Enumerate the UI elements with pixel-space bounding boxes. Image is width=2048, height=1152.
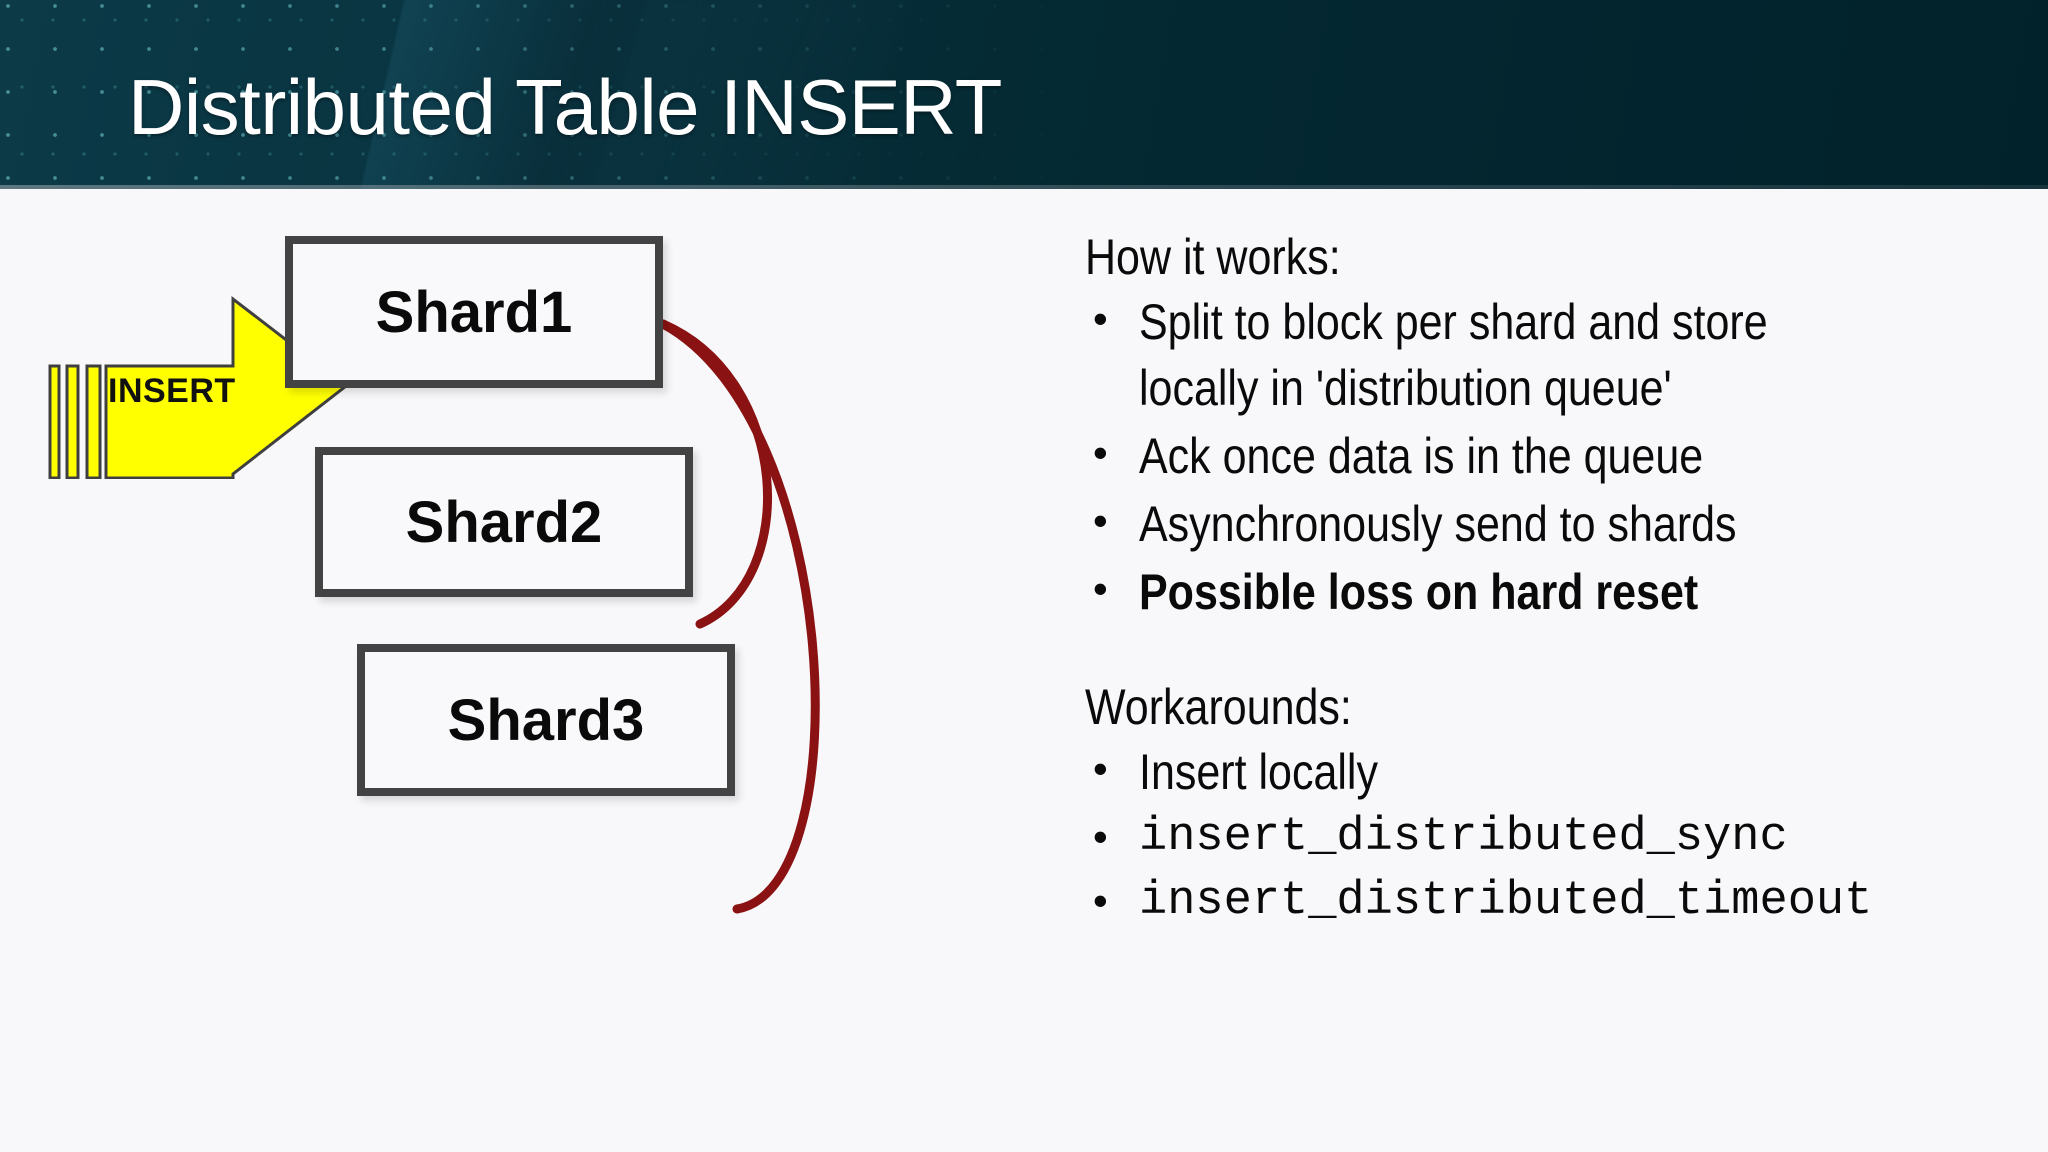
how-it-works-bullet-1: Split to block per shard and store local… [1139, 294, 1768, 416]
shard-box-3-label: Shard3 [447, 687, 645, 753]
list-item: • insert_distributed_sync [1085, 807, 2015, 869]
workarounds-bullet-1: Insert locally [1139, 744, 1378, 800]
bullet-dot-icon: • [1093, 877, 1108, 925]
connector-shard1-to-shard3 [658, 319, 820, 914]
bullet-dot-icon: • [1093, 429, 1108, 476]
how-it-works-bullet-2: Ack once data is in the queue [1139, 428, 1704, 484]
bullet-dot-icon: • [1093, 295, 1108, 342]
insert-arrow-label: INSERT [108, 372, 236, 410]
how-it-works-bullet-4: Possible loss on hard reset [1139, 564, 1699, 620]
bullet-dot-icon: • [1093, 497, 1108, 544]
list-item: • Ack once data is in the queue [1085, 423, 2015, 489]
explanation-panel: How it works: • Split to block per shard… [1085, 229, 2015, 935]
list-item: • insert_distributed_timeout [1085, 871, 2015, 933]
workarounds-bullet-3: insert_distributed_timeout [1139, 875, 1873, 929]
list-item: • Split to block per shard and store loc… [1085, 289, 2015, 421]
how-it-works-heading: How it works: [1085, 229, 1341, 285]
bullet-dot-icon: • [1093, 813, 1108, 860]
workarounds-bullet-list: • Insert locally • insert_distributed_sy… [1085, 739, 2015, 933]
bullet-dot-icon: • [1093, 745, 1108, 792]
slide-header: Distributed Table INSERT [0, 0, 2048, 189]
bullet-dot-icon: • [1093, 565, 1108, 612]
workarounds-bullet-2: insert_distributed_sync [1139, 811, 1788, 864]
shard-box-1-label: Shard1 [375, 279, 573, 345]
header-bottom-rule [0, 185, 2048, 189]
workarounds-heading: Workarounds: [1085, 679, 1352, 735]
shard-box-3[interactable]: Shard3 [357, 644, 735, 796]
shard-box-2[interactable]: Shard2 [315, 447, 693, 597]
shard-diagram: INSERT Shard1 Shard2 Shard3 [0, 189, 1060, 1152]
header-dot-texture [0, 0, 1100, 189]
section-spacer [1085, 627, 2015, 679]
page-title: Distributed Table INSERT [128, 63, 1002, 151]
shard-box-2-label: Shard2 [405, 489, 603, 555]
list-item: • Possible loss on hard reset [1085, 559, 2015, 625]
how-it-works-bullet-list: • Split to block per shard and store loc… [1085, 289, 2015, 625]
list-item: • Asynchronously send to shards [1085, 491, 2015, 557]
shard-box-1[interactable]: Shard1 [285, 236, 663, 388]
list-item: • Insert locally [1085, 739, 2015, 805]
how-it-works-bullet-3: Asynchronously send to shards [1139, 496, 1737, 552]
